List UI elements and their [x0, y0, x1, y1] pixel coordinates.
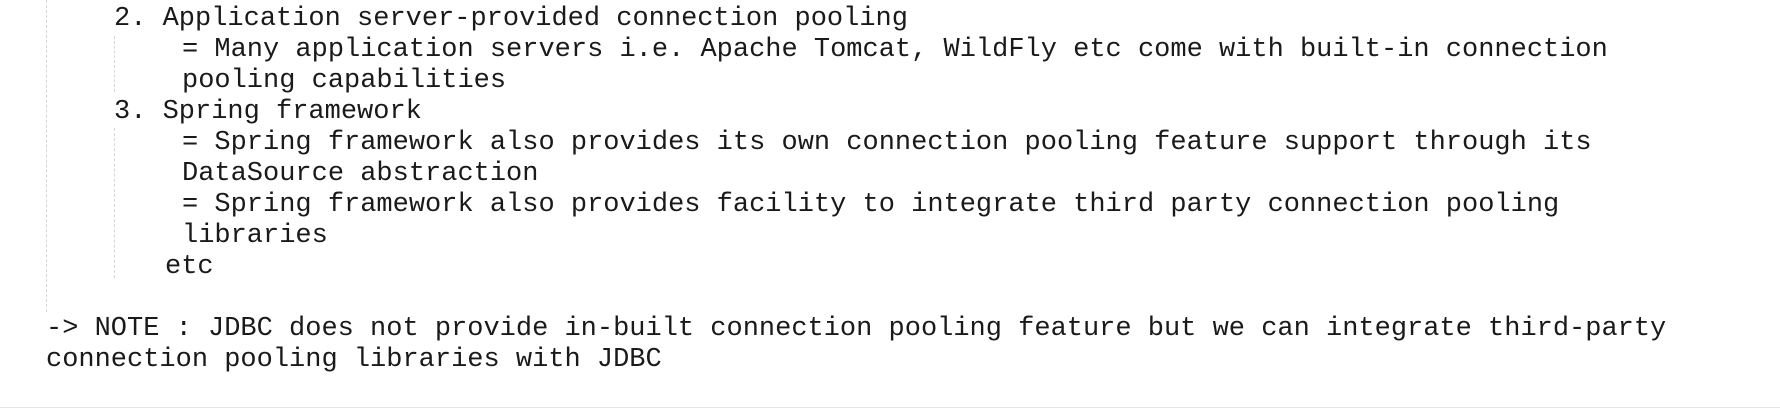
list-item-detail: = Spring framework also provides facilit… [182, 190, 1560, 220]
indent-guide [46, 0, 47, 312]
list-item-detail: = Many application servers i.e. Apache T… [182, 35, 1608, 65]
list-item-detail: etc [165, 252, 214, 282]
list-item-detail: pooling capabilities [182, 66, 507, 96]
note-line: -> NOTE : JDBC does not provide in-built… [46, 314, 1667, 344]
list-item-detail: DataSource abstraction [182, 159, 539, 189]
bottom-divider [0, 407, 1780, 408]
indent-guide [114, 128, 115, 278]
list-item-heading: 3. Spring framework [114, 97, 422, 127]
list-item-detail: = Spring framework also provides its own… [182, 128, 1592, 158]
indent-guide [114, 36, 115, 92]
list-item-detail: libraries [182, 221, 328, 251]
note-line: connection pooling libraries with JDBC [46, 345, 662, 375]
list-item-heading: 2. Application server-provided connectio… [114, 4, 908, 34]
